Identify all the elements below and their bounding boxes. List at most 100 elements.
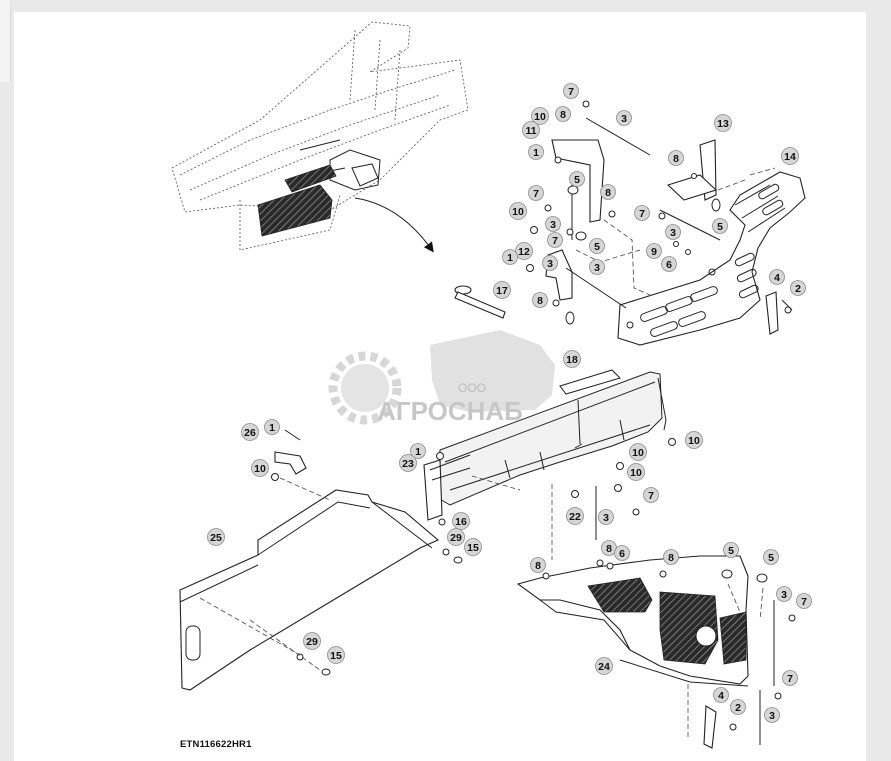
callout-23: 23: [399, 454, 417, 472]
callout-8: 8: [600, 184, 616, 200]
callout-16: 16: [452, 512, 470, 530]
callout-29: 29: [447, 528, 465, 546]
callout-number: 6: [619, 548, 625, 560]
callout-number: 25: [210, 532, 222, 544]
pin-17: [454, 285, 506, 319]
callout-7: 7: [634, 205, 650, 221]
callout-number: 3: [603, 512, 609, 524]
callout-5: 5: [589, 238, 605, 254]
shield-25-handle: [185, 625, 201, 661]
callout-7: 7: [547, 232, 563, 248]
callout-5: 5: [569, 171, 585, 187]
callout-number: 1: [507, 252, 513, 264]
shield-18: [437, 371, 663, 506]
watermark-line-1: ООО: [458, 381, 486, 395]
overview-arrow: [354, 197, 434, 253]
clip-4-upper: [765, 291, 779, 335]
callout-number: 1: [269, 422, 275, 434]
callout-4: 4: [713, 687, 729, 703]
bracket-23: [423, 459, 443, 521]
callout-9: 9: [646, 243, 662, 259]
callout-number: 16: [455, 516, 467, 528]
callout-number: 15: [330, 650, 342, 662]
callout-number: 8: [535, 560, 541, 572]
bracket-26: [274, 451, 307, 475]
callout-number: 3: [594, 262, 600, 274]
callout-8: 8: [555, 106, 571, 122]
callout-15: 15: [327, 646, 345, 664]
callout-number: 12: [518, 246, 530, 258]
watermark: ООО АГРОСНАБ: [328, 330, 555, 426]
callout-number: 3: [550, 219, 556, 231]
callout-10: 10: [685, 431, 703, 449]
watermark-line-2: АГРОСНАБ: [377, 396, 523, 426]
callout-number: 29: [306, 636, 318, 648]
callout-2: 2: [790, 280, 806, 296]
callout-number: 1: [415, 446, 421, 458]
callout-number: 10: [534, 111, 546, 123]
callout-number: 26: [244, 427, 256, 439]
callout-number: 22: [569, 511, 581, 523]
callout-3: 3: [776, 586, 792, 602]
callout-number: 23: [402, 458, 414, 470]
callout-3: 3: [616, 110, 632, 126]
harvester-icon: [430, 330, 555, 412]
callout-25: 25: [207, 528, 225, 546]
callout-4: 4: [769, 269, 785, 285]
callout-number: 8: [668, 552, 674, 564]
callout-3: 3: [589, 259, 605, 275]
callout-number: 14: [784, 151, 796, 163]
callout-13: 13: [714, 114, 732, 132]
callout-3: 3: [665, 224, 681, 240]
callout-10: 10: [531, 107, 549, 125]
callout-number: 10: [632, 447, 644, 459]
callout-number: 8: [537, 295, 543, 307]
callout-number: 3: [547, 258, 553, 270]
callout-number: 11: [525, 125, 536, 137]
callout-number: 17: [496, 285, 508, 297]
callout-6: 6: [614, 545, 630, 561]
callout-1: 1: [410, 443, 426, 459]
callout-29: 29: [303, 632, 321, 650]
bracket-11: [551, 139, 605, 223]
callout-number: 3: [769, 710, 775, 722]
callout-number: 8: [606, 543, 612, 555]
callout-number: 15: [467, 542, 479, 554]
callout-12: 12: [515, 242, 533, 260]
callout-22: 22: [566, 507, 584, 525]
callout-11: 11: [522, 121, 540, 139]
callout-5: 5: [712, 218, 728, 234]
callout-3: 3: [542, 255, 558, 271]
callout-7: 7: [643, 487, 659, 503]
callout-8: 8: [663, 549, 679, 565]
callout-number: 7: [787, 673, 793, 685]
callout-10: 10: [251, 459, 269, 477]
callout-5: 5: [763, 549, 779, 565]
callout-number: 4: [774, 272, 780, 284]
callout-10: 10: [627, 463, 645, 481]
callout-1: 1: [528, 144, 544, 160]
callout-number: 7: [639, 208, 645, 220]
callout-7: 7: [528, 185, 544, 201]
callout-26: 26: [241, 423, 259, 441]
callout-8: 8: [668, 150, 684, 166]
callout-7: 7: [796, 593, 812, 609]
callout-18: 18: [563, 350, 581, 368]
callout-24: 24: [595, 657, 613, 675]
callout-3: 3: [764, 707, 780, 723]
callout-number: 3: [781, 589, 787, 601]
callout-number: 1: [533, 147, 539, 159]
callout-number: 7: [648, 490, 654, 502]
callout-number: 5: [574, 174, 580, 186]
callout-number: 7: [568, 86, 574, 98]
callout-5: 5: [723, 542, 739, 558]
middle-assembly: [423, 369, 676, 564]
callout-8: 8: [601, 540, 617, 556]
callout-number: 29: [450, 532, 462, 544]
callout-number: 7: [552, 235, 558, 247]
callout-number: 7: [801, 596, 807, 608]
callout-number: 5: [768, 552, 774, 564]
callout-1: 1: [502, 249, 518, 265]
callout-number: 18: [566, 354, 578, 366]
